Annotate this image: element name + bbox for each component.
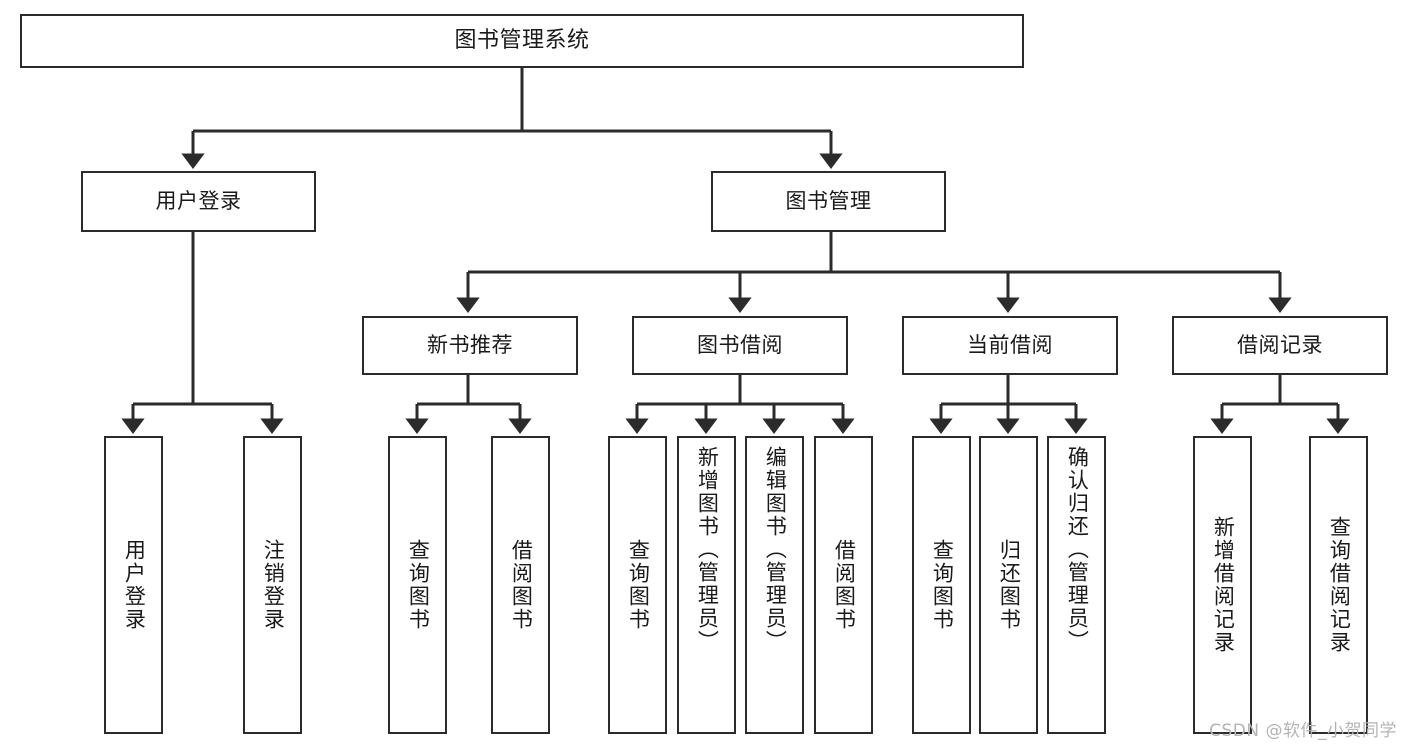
node-leaf-add-book[interactable]: 新增图书（管理员） — [677, 436, 736, 734]
node-current-borrow-label: 当前借阅 — [967, 333, 1053, 358]
node-leaf-add-record[interactable]: 新增借阅记录 — [1193, 436, 1252, 734]
csdn-watermark: CSDN @软件_小贺同学 — [1209, 721, 1397, 741]
node-leaf-query-book-1-label: 查询图书 — [406, 539, 431, 631]
node-book-borrow-label: 图书借阅 — [697, 333, 783, 358]
node-leaf-borrow-book-2-label: 借阅图书 — [832, 539, 857, 631]
node-leaf-query-record-label: 查询借阅记录 — [1327, 516, 1352, 654]
node-leaf-borrow-book-1-label: 借阅图书 — [509, 539, 534, 631]
node-leaf-query-book-2-label: 查询图书 — [626, 539, 651, 631]
node-book-manage-label: 图书管理 — [785, 189, 872, 214]
node-leaf-edit-book-label: 编辑图书（管理员） — [763, 446, 788, 653]
node-leaf-query-book-3[interactable]: 查询图书 — [912, 436, 971, 734]
node-leaf-borrow-book-1[interactable]: 借阅图书 — [491, 436, 550, 734]
node-new-book-recommend-label: 新书推荐 — [427, 333, 513, 358]
node-leaf-add-book-label: 新增图书（管理员） — [695, 446, 720, 653]
node-borrow-record-label: 借阅记录 — [1237, 333, 1323, 358]
node-root-label: 图书管理系统 — [454, 28, 590, 54]
node-book-borrow[interactable]: 图书借阅 — [632, 316, 848, 375]
node-leaf-query-book-2[interactable]: 查询图书 — [608, 436, 667, 734]
node-leaf-query-book-3-label: 查询图书 — [930, 539, 955, 631]
node-leaf-query-book-1[interactable]: 查询图书 — [388, 436, 447, 734]
node-leaf-user-logout-label: 注销登录 — [261, 539, 286, 631]
node-new-book-recommend[interactable]: 新书推荐 — [362, 316, 578, 375]
node-leaf-user-logout[interactable]: 注销登录 — [243, 436, 302, 734]
node-leaf-query-record[interactable]: 查询借阅记录 — [1309, 436, 1368, 734]
node-user-login-label: 用户登录 — [155, 189, 242, 214]
node-leaf-return-book-label: 归还图书 — [997, 539, 1022, 631]
node-leaf-borrow-book-2[interactable]: 借阅图书 — [814, 436, 873, 734]
node-leaf-user-login-label: 用户登录 — [122, 539, 147, 631]
node-current-borrow[interactable]: 当前借阅 — [902, 316, 1118, 375]
node-borrow-record[interactable]: 借阅记录 — [1172, 316, 1388, 375]
node-book-manage[interactable]: 图书管理 — [711, 171, 946, 232]
node-leaf-return-book[interactable]: 归还图书 — [979, 436, 1038, 734]
node-leaf-user-login[interactable]: 用户登录 — [104, 436, 163, 734]
node-root[interactable]: 图书管理系统 — [20, 14, 1024, 68]
node-leaf-add-record-label: 新增借阅记录 — [1211, 516, 1236, 654]
node-leaf-confirm-return-label: 确认归还（管理员） — [1065, 446, 1090, 653]
node-leaf-edit-book[interactable]: 编辑图书（管理员） — [745, 436, 804, 734]
node-leaf-confirm-return[interactable]: 确认归还（管理员） — [1047, 436, 1106, 734]
node-user-login[interactable]: 用户登录 — [81, 171, 316, 232]
